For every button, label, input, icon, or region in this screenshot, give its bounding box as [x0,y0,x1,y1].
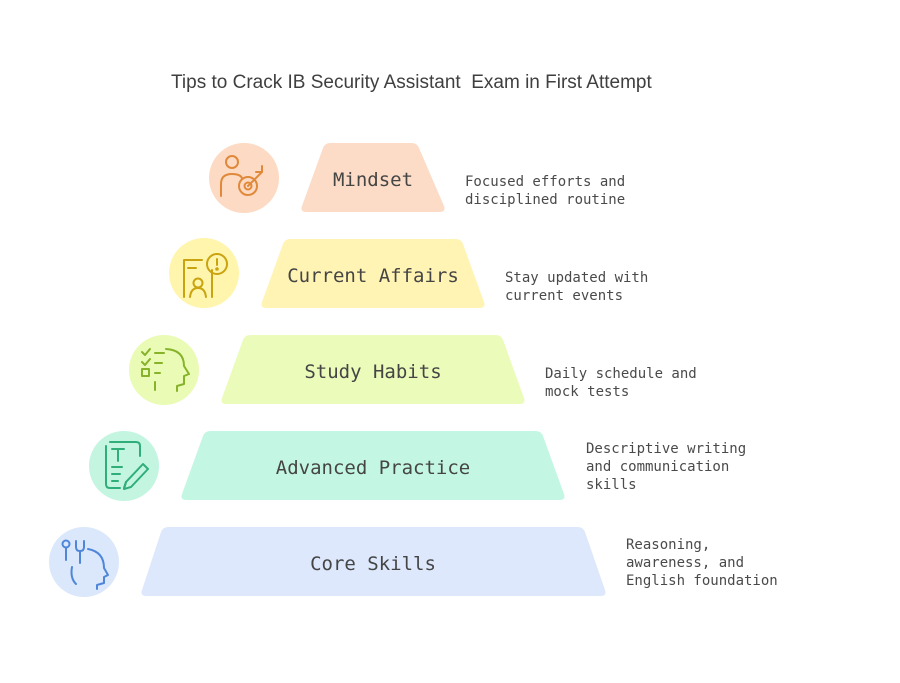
description-line: and communication [586,459,730,475]
description-line: Daily schedule and [545,366,697,382]
pyramid-level-advanced-practice [181,431,565,500]
pyramid-level-mindset [301,143,445,212]
level-description-current-affairs: Stay updated with current events [505,269,648,305]
level-description-advanced-practice: Descriptive writing and communication sk… [586,440,746,494]
checklist-head-icon [141,348,190,392]
icon-circle-core-skills [49,527,119,597]
level-description-mindset: Focused efforts and disciplined routine [465,173,625,209]
level-description-core-skills: Reasoning, awareness, and English founda… [626,536,778,590]
pyramid-level-study-habits [221,335,525,404]
page-title: Tips to Crack IB Security Assistant Exam… [171,72,652,93]
level-label-core-skills: Core Skills [310,553,436,575]
level-description-study-habits: Daily schedule and mock tests [545,365,697,401]
icon-circle-study-habits [129,335,199,405]
level-label-mindset: Mindset [332,169,414,191]
description-line: mock tests [545,384,630,400]
person-target-icon [220,155,263,197]
pyramid-level-current-affairs [261,239,485,308]
level-label-study-habits: Study Habits [304,361,442,383]
news-alert-icon [183,253,228,298]
description-line: skills [586,477,637,493]
level-label-current-affairs: Current Affairs [287,265,459,287]
description-line: Descriptive writing [586,441,747,457]
description-line: Reasoning, [626,537,711,553]
head-tools-icon [61,539,109,590]
description-line: Stay updated with [505,270,649,286]
description-line: English foundation [626,573,778,589]
description-line: Focused efforts and [465,174,626,190]
level-label-advanced-practice: Advanced Practice [275,457,471,479]
writing-pencil-icon [105,441,149,490]
description-line: current events [505,288,624,304]
description-line: disciplined routine [465,192,626,208]
pyramid-level-core-skills [141,527,606,596]
description-line: awareness, and [626,555,745,571]
